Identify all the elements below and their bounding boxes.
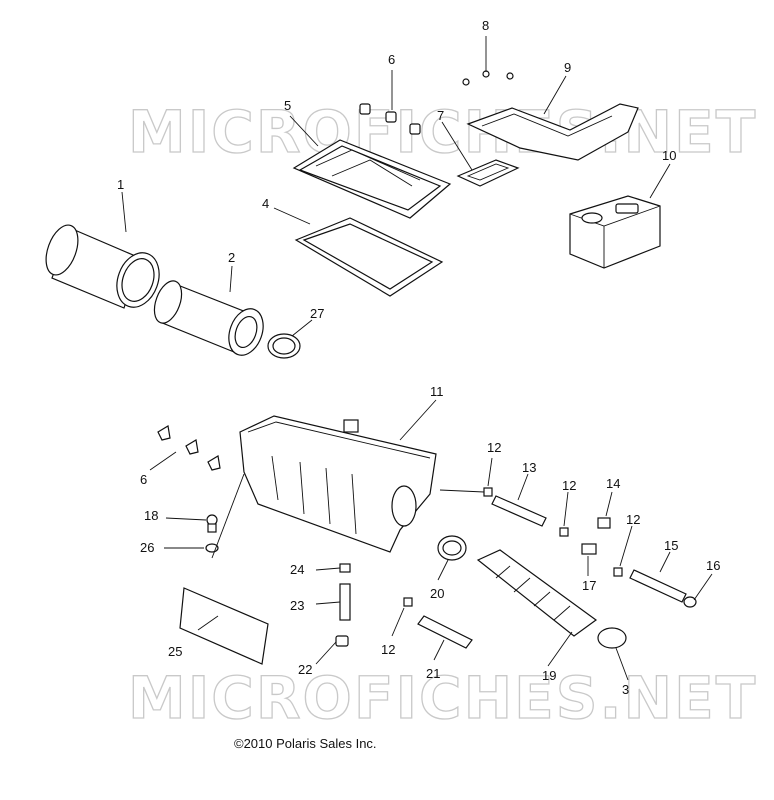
part-20-coupler (437, 535, 467, 561)
callout-7: 7 (437, 108, 444, 123)
callout-4: 4 (262, 196, 269, 211)
callout-24: 24 (290, 562, 304, 577)
part-13-tube (491, 495, 547, 527)
callout-11: 11 (430, 384, 444, 399)
watermark-top: MICROFICHES.NET (128, 98, 757, 166)
callout-12-c: 12 (626, 512, 640, 527)
part-18-bolt (206, 514, 218, 533)
callout-23: 23 (290, 598, 304, 613)
callout-6-top: 6 (388, 52, 395, 67)
part-6-fittings-top (359, 103, 421, 135)
part-11-airbox (239, 415, 437, 553)
callout-19: 19 (542, 668, 556, 683)
callout-18: 18 (144, 508, 158, 523)
callout-9: 9 (564, 60, 571, 75)
part-24-clip (339, 563, 351, 573)
part-2-air-filter (153, 280, 264, 356)
callout-12-d: 12 (381, 642, 395, 657)
callout-10: 10 (662, 148, 676, 163)
callout-12-b: 12 (562, 478, 576, 493)
callout-26: 26 (140, 540, 154, 555)
part-8-screws (462, 70, 514, 86)
part-7-plate (456, 159, 520, 187)
callout-27: 27 (310, 306, 324, 321)
part-12-caps (403, 487, 623, 607)
part-16-clip (683, 596, 697, 608)
part-17-valve (581, 543, 597, 555)
part-15-tube (629, 569, 687, 603)
callout-12-a: 12 (487, 440, 501, 455)
part-9-intake-duct (466, 103, 639, 161)
part-3-clamp (597, 627, 627, 649)
callout-17: 17 (582, 578, 596, 593)
callout-6-left: 6 (140, 472, 147, 487)
part-6-fittings-left (157, 425, 221, 471)
part-21-tube (417, 615, 473, 649)
part-5-airbox-cover (292, 139, 452, 219)
callout-8: 8 (482, 18, 489, 33)
copyright-notice: ©2010 Polaris Sales Inc. (234, 736, 377, 751)
part-14-clip (597, 517, 611, 529)
watermark-bottom: MICROFICHES.NET (128, 664, 757, 732)
callout-22: 22 (298, 662, 312, 677)
callout-14: 14 (606, 476, 620, 491)
callout-16: 16 (706, 558, 720, 573)
callout-15: 15 (664, 538, 678, 553)
part-19-intake-boot (476, 549, 598, 637)
part-10-foam-block (569, 195, 661, 269)
callout-25: 25 (168, 644, 182, 659)
callout-1: 1 (117, 177, 124, 192)
part-23-tube (339, 583, 351, 621)
callout-5: 5 (284, 98, 291, 113)
callout-3: 3 (622, 682, 629, 697)
part-25-plate (179, 587, 269, 665)
callout-20: 20 (430, 586, 444, 601)
part-27-clamp (267, 333, 301, 359)
part-22-fitting (335, 635, 349, 647)
part-4-gasket (294, 217, 444, 297)
callout-2: 2 (228, 250, 235, 265)
callout-21: 21 (426, 666, 440, 681)
callout-13: 13 (522, 460, 536, 475)
leader-lines (121, 36, 713, 681)
part-1-prefilter-sleeve (45, 224, 160, 309)
